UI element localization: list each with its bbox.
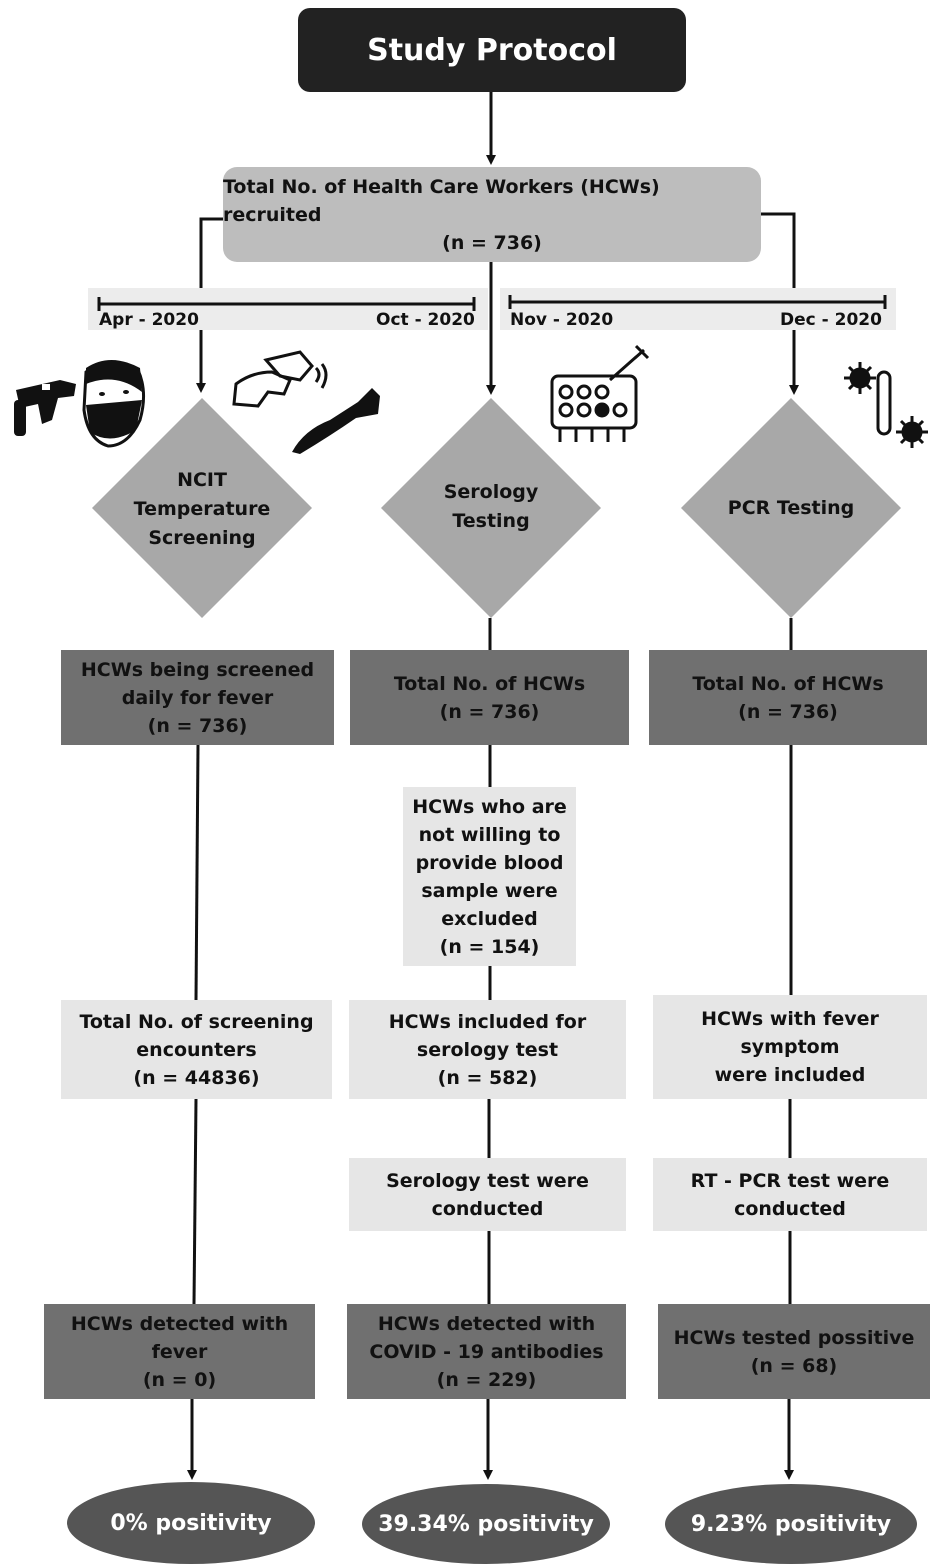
pcr-step1-line1: Total No. of HCWs — [692, 672, 884, 695]
serology-excluded-line6: (n = 154) — [439, 935, 540, 958]
serology-excluded-box: HCWs who are not willing to provide bloo… — [403, 787, 576, 966]
ncit-result-box: HCWs detected with fever (n = 0) — [44, 1304, 315, 1399]
pcr-total-box: Total No. of HCWs (n = 736) — [649, 650, 927, 745]
pcr-step3-line1: RT - PCR test were — [690, 1169, 890, 1192]
ncit-step2-line1: Total No. of screening — [79, 1010, 314, 1033]
study-protocol-title: Study Protocol — [298, 8, 686, 92]
connector-ncit-2 — [192, 1098, 198, 1305]
pcr-step2-line2: were included — [714, 1064, 866, 1086]
pcr-included-box: HCWs with fever symptom were included — [653, 995, 927, 1099]
ncit-screened-box: HCWs being screened daily for fever (n =… — [61, 650, 334, 745]
serology-result-line1: HCWs detected with — [377, 1312, 596, 1335]
serology-step3-line1: Serology test were — [386, 1169, 589, 1192]
pcr-result-line2: (n = 68) — [750, 1354, 838, 1377]
ncit-positivity-oval: 0% positivity — [67, 1482, 315, 1564]
pcr-step2-line1: HCWs with fever symptom — [701, 1008, 879, 1058]
pcr-step3-line2: conducted — [734, 1197, 846, 1220]
serology-step1-line1: Total No. of HCWs — [393, 672, 586, 695]
diamond-serology — [381, 398, 601, 618]
ncit-line-3: Screening — [148, 527, 256, 549]
pcr-conducted-box: RT - PCR test were conducted — [653, 1158, 927, 1231]
pcr-line-1: PCR Testing — [727, 497, 855, 519]
recruited-label: Total No. of Health Care Workers (HCWs) … — [223, 175, 660, 226]
diamond-pcr — [681, 398, 901, 618]
serology-step2-line1: HCWs included for — [388, 1010, 587, 1033]
ncit-step1-line1: HCWs being screened — [80, 658, 315, 681]
serology-result-line2: COVID - 19 antibodies — [369, 1340, 604, 1363]
serology-conducted-box: Serology test were conducted — [349, 1158, 626, 1231]
diamond-serology-label: Serology Testing — [411, 478, 571, 536]
diamond-pcr-label: PCR Testing — [711, 494, 871, 523]
serology-result-line3: (n = 229) — [436, 1368, 537, 1391]
ncit-step2-line3: (n = 44836) — [133, 1066, 260, 1089]
serology-step1-line2: (n = 736) — [439, 700, 540, 723]
pcr-step1-line2: (n = 736) — [738, 700, 838, 723]
diamond-ncit — [92, 398, 312, 618]
serology-excluded-line2: not willing to — [418, 823, 561, 846]
ncit-encounters-box: Total No. of screening encounters (n = 4… — [61, 1000, 332, 1099]
diamond-ncit-label: NCIT Temperature Screening — [122, 466, 282, 553]
hand-thermometer-icon — [232, 350, 328, 408]
connector-left-branch — [196, 217, 223, 393]
connector-right-branch — [761, 212, 799, 395]
serology-line-1: Serology — [443, 481, 539, 503]
masked-face-icon — [82, 360, 145, 448]
serology-step2-line3: (n = 582) — [437, 1066, 538, 1089]
pcr-result-box: HCWs tested possitive (n = 68) — [658, 1304, 930, 1399]
hand-icon — [292, 388, 380, 454]
thermometer-gun-icon — [14, 380, 76, 436]
serology-excluded-line4: sample were — [421, 879, 558, 902]
recruited-count: (n = 736) — [442, 231, 542, 254]
serology-step2-line2: serology test — [416, 1038, 559, 1061]
ncit-result-line2: (n = 0) — [142, 1368, 217, 1391]
ncit-step1-line3: (n = 736) — [147, 714, 248, 737]
recruited-box: Total No. of Health Care Workers (HCWs) … — [223, 167, 761, 262]
timeline-nov-2020: Nov - 2020 — [510, 310, 614, 330]
ncit-line-1: NCIT — [177, 469, 227, 491]
serology-excluded-line1: HCWs who are — [412, 795, 567, 818]
virus-test-tube-icon — [844, 362, 928, 448]
pcr-positivity-oval: 9.23% positivity — [665, 1484, 917, 1564]
timeline-apr-2020: Apr - 2020 — [99, 310, 199, 330]
serology-positivity-oval: 39.34% positivity — [362, 1484, 610, 1564]
ncit-result-line1: HCWs detected with fever — [70, 1312, 289, 1363]
pcr-result-line1: HCWs tested possitive — [673, 1326, 915, 1349]
connector-ncit-1 — [194, 744, 200, 1001]
ncit-line-2: Temperature — [133, 498, 271, 520]
timeline-dec-2020: Dec - 2020 — [780, 310, 882, 330]
serology-excluded-line3: provide blood — [415, 851, 564, 874]
serology-total-box: Total No. of HCWs (n = 736) — [350, 650, 629, 745]
serology-excluded-line5: excluded — [441, 907, 538, 930]
ncit-step1-line2: daily for fever — [121, 686, 274, 709]
blood-sample-plate-icon — [550, 344, 650, 442]
serology-step3-line2: conducted — [431, 1197, 544, 1220]
serology-line-2: Testing — [452, 510, 530, 532]
serology-result-box: HCWs detected with COVID - 19 antibodies… — [347, 1304, 626, 1399]
ncit-step2-line2: encounters — [136, 1038, 257, 1061]
timeline-oct-2020: Oct - 2020 — [376, 310, 475, 330]
serology-included-box: HCWs included for serology test (n = 582… — [349, 1000, 626, 1099]
